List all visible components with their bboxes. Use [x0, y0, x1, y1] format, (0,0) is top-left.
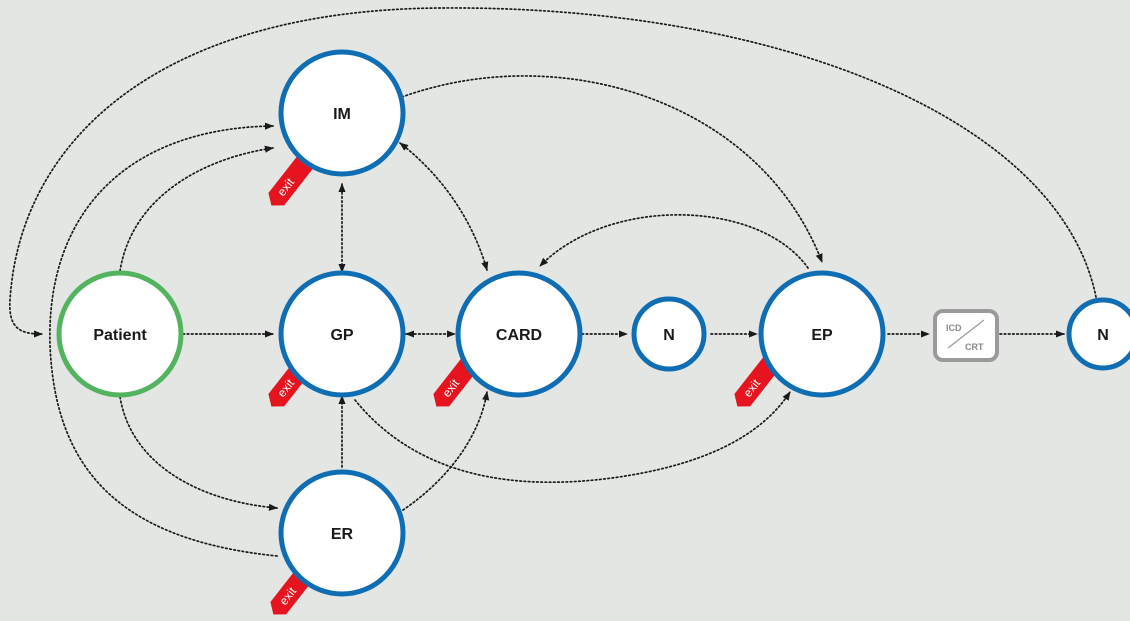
im-label: IM [333, 106, 351, 123]
patient-label: Patient [93, 327, 147, 344]
patient-node: Patient [56, 270, 184, 398]
im-node: IM [278, 49, 406, 177]
ep-node: EP [758, 270, 886, 398]
arrow-ep-to-card [539, 214, 809, 269]
device-label-crt: CRT [965, 342, 984, 352]
ep-label: EP [811, 327, 833, 344]
n2-label: N [1097, 327, 1109, 344]
arrow-im-to-ep [401, 75, 823, 263]
arrow-im-card [399, 142, 489, 271]
exit-tags: exit exit exit exit exit [268, 150, 784, 615]
arrow-er-to-im [49, 122, 278, 557]
er-label: ER [331, 526, 354, 543]
card-node: CARD [455, 270, 583, 398]
n-node-1: N [631, 296, 707, 372]
device-divider [947, 319, 985, 349]
card-label: CARD [496, 327, 542, 344]
n-node-2: N [1066, 297, 1130, 371]
arrow-patient-to-im [119, 145, 274, 272]
gp-label: GP [330, 327, 353, 344]
device-label-icd: ICD [946, 323, 962, 333]
icd-crt-device-icon: ICD CRT [933, 309, 999, 362]
flow-arrows [9, 7, 1097, 557]
gp-node: GP [278, 270, 406, 398]
n1-label: N [663, 327, 675, 344]
arrow-n-to-patient [9, 7, 1097, 338]
arrow-er-to-card [402, 391, 490, 511]
er-node: ER [278, 469, 406, 597]
nodes: Patient IM GP CARD N EP ER [56, 49, 1130, 597]
arrow-patient-to-er [119, 396, 278, 511]
arrow-gp-to-ep [354, 391, 791, 484]
